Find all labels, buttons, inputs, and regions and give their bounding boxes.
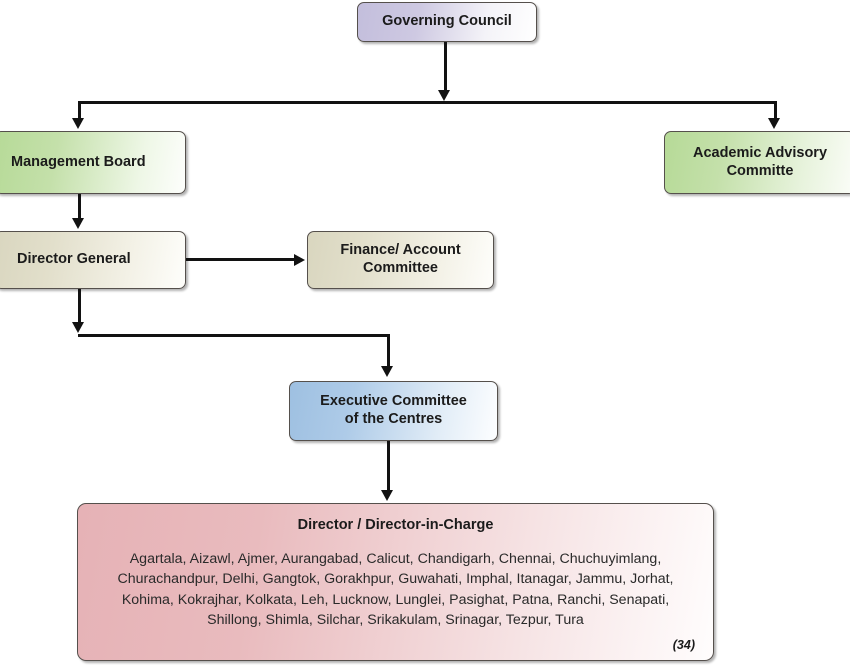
node-governing-council-label: Governing Council — [382, 13, 512, 30]
connector-executive-committee-to-directors — [387, 441, 390, 493]
node-finance-line2: Committee — [363, 260, 438, 276]
connector-director-general-horizontal — [78, 334, 390, 337]
connector-branch-horizontal — [78, 101, 777, 104]
connector-governing-council-down — [444, 42, 447, 95]
node-executive-committee-line2: of the Centres — [344, 411, 443, 427]
arrowhead-governing-council-down-icon — [438, 90, 450, 101]
connector-director-general-down — [78, 289, 81, 327]
connector-director-general-to-finance — [186, 258, 296, 261]
arrowhead-director-general-icon — [72, 218, 84, 229]
node-directors-count: (34) — [672, 637, 695, 652]
connector-branch-left-down — [78, 101, 81, 123]
arrowhead-director-general-down-icon — [72, 322, 84, 333]
node-academic-advisory-committee[interactable]: Academic Advisory Committe — [664, 131, 850, 194]
node-management-board-label: Management Board — [11, 153, 146, 170]
node-management-board[interactable]: Management Board — [0, 131, 186, 194]
connector-management-board-to-director-general — [78, 194, 81, 222]
node-finance-account-committee[interactable]: Finance/ Account Committee — [307, 231, 494, 289]
arrowhead-finance-committee-icon — [294, 254, 305, 266]
node-directors-title: Director / Director-in-Charge — [297, 517, 494, 533]
node-director-general-label: Director General — [17, 251, 131, 268]
node-director-general[interactable]: Director General — [0, 231, 186, 289]
node-finance-line1: Finance/ Account — [340, 242, 461, 259]
arrowhead-academic-advisory-icon — [768, 118, 780, 129]
node-academic-advisory-line1: Academic Advisory — [692, 144, 828, 161]
arrowhead-management-board-icon — [72, 118, 84, 129]
node-directors-centres-list: Agartala, Aizawl, Ajmer, Aurangabad, Cal… — [117, 550, 674, 629]
node-executive-committee-line1: Executive Committee — [320, 393, 467, 410]
node-directors[interactable]: Director / Director-in-Charge Agartala, … — [77, 503, 714, 661]
connector-branch-right-down — [774, 101, 777, 123]
node-executive-committee[interactable]: Executive Committee of the Centres — [289, 381, 498, 441]
connector-executive-committee-down — [387, 334, 390, 368]
arrowhead-directors-icon — [381, 490, 393, 501]
node-academic-advisory-line2: Committe — [726, 162, 794, 179]
arrowhead-executive-committee-icon — [381, 366, 393, 377]
node-governing-council[interactable]: Governing Council — [357, 2, 537, 42]
